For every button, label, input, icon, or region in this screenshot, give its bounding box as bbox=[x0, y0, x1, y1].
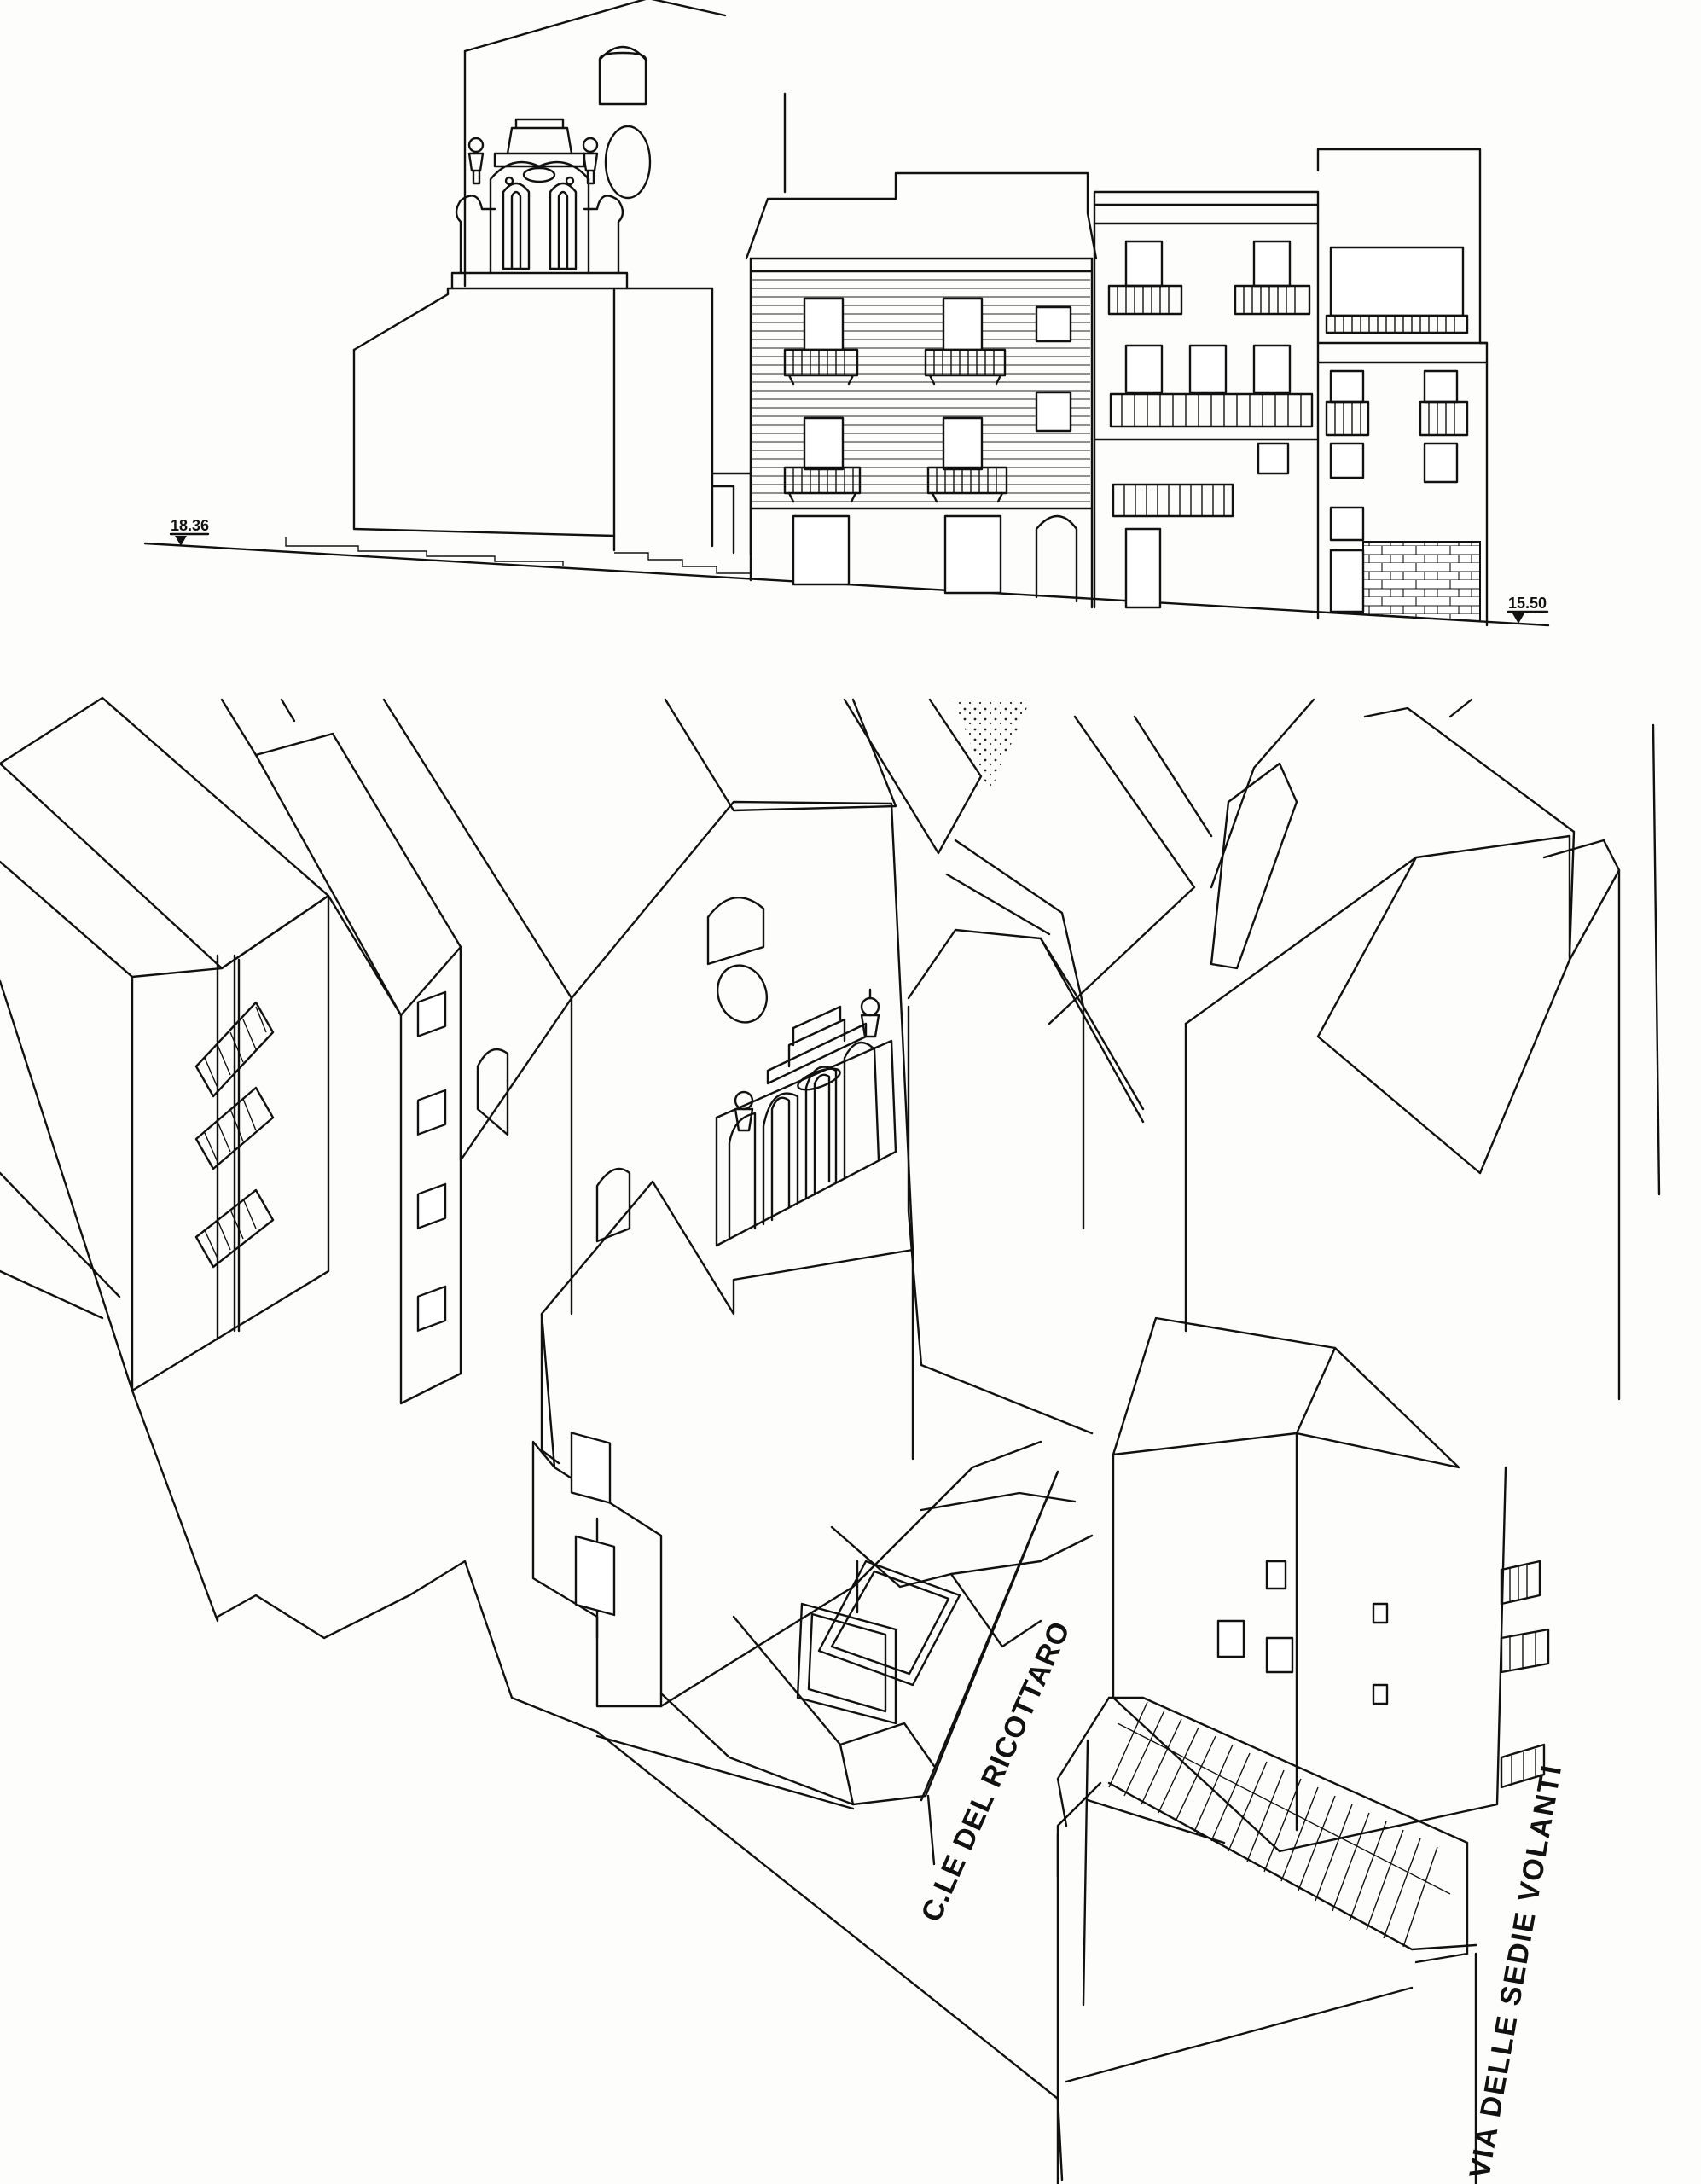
level-triangle-icon bbox=[1512, 613, 1524, 624]
axo-building-front bbox=[1112, 1316, 1550, 1853]
axo-balcony bbox=[194, 1188, 275, 1269]
window bbox=[1329, 442, 1365, 479]
window bbox=[1124, 344, 1164, 394]
stippled-area bbox=[954, 700, 1030, 793]
level-marker-right-text: 15.50 bbox=[1508, 595, 1547, 612]
axo-window bbox=[1265, 1560, 1287, 1590]
axo-window bbox=[1372, 1683, 1389, 1705]
window bbox=[1329, 246, 1465, 317]
window bbox=[803, 416, 845, 471]
balcony bbox=[783, 466, 862, 503]
window bbox=[1188, 344, 1228, 394]
window bbox=[1252, 344, 1292, 394]
axo-building-middle bbox=[907, 762, 1298, 1435]
window bbox=[1035, 391, 1072, 433]
stone-base bbox=[1362, 541, 1481, 623]
axo-church-arched-window bbox=[706, 897, 765, 966]
axo-church bbox=[459, 800, 1042, 1708]
window bbox=[1252, 240, 1292, 288]
window bbox=[803, 297, 845, 351]
window bbox=[1124, 240, 1164, 288]
building-c bbox=[1316, 148, 1489, 627]
window bbox=[942, 416, 984, 471]
door bbox=[1124, 527, 1162, 609]
church-oval-window bbox=[604, 125, 652, 200]
level-marker-left-text: 18.36 bbox=[171, 517, 209, 534]
axo-window bbox=[416, 990, 447, 1037]
balcony bbox=[1112, 483, 1234, 518]
window bbox=[1257, 442, 1290, 475]
axo-window bbox=[1372, 1602, 1389, 1624]
axo-window bbox=[1216, 1619, 1245, 1658]
church-arched-window bbox=[598, 51, 647, 106]
building-a bbox=[745, 171, 1098, 609]
axo-window bbox=[570, 1432, 612, 1504]
arched-door bbox=[1035, 514, 1078, 603]
axo-church-oval-window bbox=[717, 964, 768, 1024]
street-label-cortile: C.LE DEL RICOTTARO bbox=[915, 1616, 1077, 1926]
paving-square bbox=[796, 1602, 897, 1725]
axo-door bbox=[574, 1535, 616, 1617]
axo-chimney-block bbox=[1210, 762, 1298, 970]
axo-window bbox=[1265, 1636, 1294, 1674]
window bbox=[1329, 369, 1365, 404]
level-triangle-icon bbox=[175, 536, 187, 546]
axo-window bbox=[416, 1182, 447, 1229]
balcony bbox=[1107, 284, 1183, 316]
axo-bellcote bbox=[715, 988, 897, 1247]
window bbox=[1035, 305, 1072, 343]
axo-balcony bbox=[194, 1086, 275, 1170]
door bbox=[1329, 549, 1365, 613]
level-marker-left: 18.36 bbox=[169, 517, 210, 546]
level-marker-right: 15.50 bbox=[1507, 595, 1549, 624]
shop-door bbox=[943, 514, 1002, 595]
balcony bbox=[783, 348, 859, 386]
building-b bbox=[1093, 190, 1320, 620]
window bbox=[1329, 506, 1365, 542]
axo-staircase bbox=[1056, 1696, 1477, 1964]
axo-balcony bbox=[194, 1001, 275, 1098]
church-body bbox=[285, 0, 787, 574]
axo-foreground-lines bbox=[0, 1171, 1477, 2184]
street-label-via: VIA DELLE SEDIE VOLANTI bbox=[1463, 1762, 1568, 2181]
axo-building-2 bbox=[254, 732, 462, 1405]
baroque-bellcote bbox=[450, 118, 629, 290]
shop-door bbox=[792, 514, 850, 586]
window bbox=[1423, 442, 1459, 484]
window bbox=[942, 297, 984, 351]
axo-building-right bbox=[1184, 834, 1621, 1401]
axo-building-left bbox=[0, 696, 330, 1392]
axo-window bbox=[416, 1285, 447, 1332]
window bbox=[1423, 369, 1459, 404]
street-elevation: 18.36 15.50 bbox=[143, 0, 1550, 627]
axonometric-view: C.LE DEL RICOTTARO VIA DELLE SEDIE VOLAN… bbox=[0, 696, 1661, 2184]
axo-window bbox=[416, 1089, 447, 1136]
balcony bbox=[1234, 284, 1311, 316]
balcony bbox=[926, 466, 1008, 503]
balcony bbox=[924, 348, 1007, 386]
long-balcony bbox=[1109, 392, 1314, 428]
axo-courtyard bbox=[659, 1470, 1094, 1806]
axo-back-roofs bbox=[220, 698, 1661, 1196]
